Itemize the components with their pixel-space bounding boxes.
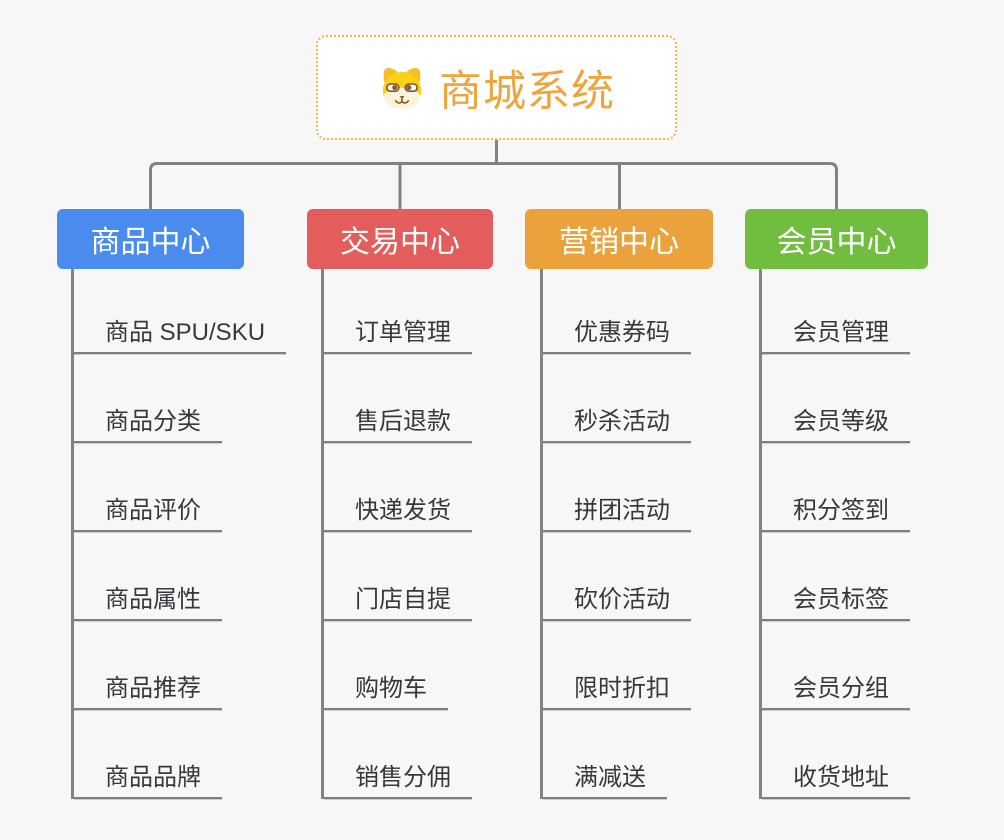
subtopic-label: 销售分佣 [355,764,451,791]
subtopic-node[interactable]: 限时折扣 [543,621,691,710]
subtopic-node[interactable]: 销售分佣 [324,710,472,799]
subtopic-label: 售后退款 [355,408,451,435]
subtopic-label: 商品推荐 [105,675,201,702]
subtopic-node[interactable]: 满减送 [543,710,667,799]
branch-node-member-center[interactable]: 会员中心 [745,209,928,269]
subtopic-label: 会员管理 [793,319,889,346]
subtopic-label: 满减送 [574,764,646,791]
subtopic-node[interactable]: 会员标签 [762,532,910,621]
branch-label: 商品中心 [90,226,211,259]
subtopic-node[interactable]: 商品评价 [74,443,222,532]
subtopic-node[interactable]: 收货地址 [762,710,910,799]
subtopic-node[interactable]: 会员分组 [762,621,910,710]
branch-node-trade-center[interactable]: 交易中心 [307,209,493,269]
root-node-title: 商城系统 [439,67,615,116]
subtopic-node[interactable]: 商品品牌 [74,710,222,799]
subtopic-node[interactable]: 商品 SPU/SKU [74,269,287,354]
subtopic-node[interactable]: 门店自提 [324,532,472,621]
subtopic-node[interactable]: 商品分类 [74,354,222,443]
branch-node-marketing-center[interactable]: 营销中心 [525,209,713,269]
branch-label: 营销中心 [559,226,679,259]
doge-face-icon [382,67,422,109]
subtopic-label: 优惠券码 [574,319,670,346]
subtopic-label: 商品品牌 [105,764,201,791]
branch-subtopics-member: 会员管理 会员等级 积分签到 会员标签 会员分组 收货地址 [759,269,910,799]
subtopic-label: 订单管理 [355,319,451,346]
subtopic-node[interactable]: 拼团活动 [543,443,691,532]
subtopic-label: 拼团活动 [574,497,670,524]
branch-subtopics-product: 商品 SPU/SKU 商品分类 商品评价 商品属性 商品推荐 商品品牌 [71,269,287,799]
subtopic-label: 积分签到 [793,497,889,524]
subtopic-node[interactable]: 快递发货 [324,443,472,532]
subtopic-label: 购物车 [355,675,427,702]
subtopic-label: 商品 SPU/SKU [105,319,266,346]
subtopic-node[interactable]: 商品推荐 [74,621,222,710]
subtopic-label: 商品评价 [105,497,201,524]
subtopic-label: 商品分类 [105,408,201,435]
subtopic-label: 秒杀活动 [574,408,670,435]
subtopic-node[interactable]: 砍价活动 [543,532,691,621]
subtopic-label: 商品属性 [105,586,201,613]
subtopic-label: 砍价活动 [574,586,670,613]
subtopic-label: 会员分组 [793,675,889,702]
branch-label: 交易中心 [340,226,460,259]
subtopic-label: 快递发货 [355,497,451,524]
subtopic-label: 门店自提 [355,586,451,613]
subtopic-node[interactable]: 积分签到 [762,443,910,532]
subtopic-node[interactable]: 商品属性 [74,532,222,621]
subtopic-node[interactable]: 会员等级 [762,354,910,443]
subtopic-node[interactable]: 购物车 [324,621,448,710]
branch-label: 会员中心 [776,226,897,259]
subtopic-node[interactable]: 会员管理 [762,269,910,354]
branch-node-product-center[interactable]: 商品中心 [57,209,244,269]
subtopic-node[interactable]: 订单管理 [324,269,472,354]
subtopic-label: 收货地址 [793,764,889,791]
subtopic-node[interactable]: 优惠券码 [543,269,691,354]
subtopic-label: 会员标签 [793,586,889,613]
root-node-mall-system[interactable]: 商城系统 [316,35,677,140]
branch-subtopics-trade: 订单管理 售后退款 快递发货 门店自提 购物车 销售分佣 [321,269,472,799]
subtopic-node[interactable]: 秒杀活动 [543,354,691,443]
subtopic-label: 会员等级 [793,408,889,435]
subtopic-node[interactable]: 售后退款 [324,354,472,443]
branch-subtopics-marketing: 优惠券码 秒杀活动 拼团活动 砍价活动 限时折扣 满减送 [540,269,691,799]
subtopic-label: 限时折扣 [574,675,670,702]
